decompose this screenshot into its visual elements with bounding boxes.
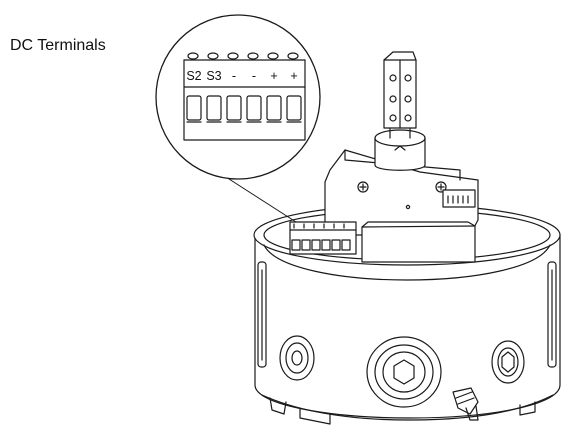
terminal-slots xyxy=(186,95,302,123)
mounting-post xyxy=(374,51,426,171)
dc-terminals-caption: DC Terminals xyxy=(10,37,106,54)
side-ports xyxy=(279,335,525,421)
internal-board xyxy=(289,149,479,263)
terminal-label-s2: S2 xyxy=(186,69,201,83)
terminal-label-plus-2: + xyxy=(290,69,297,83)
terminal-label-s3: S3 xyxy=(206,69,221,83)
terminal-label-plus-1: + xyxy=(270,69,277,83)
terminal-label-minus-1: - xyxy=(232,69,236,83)
terminal-label-minus-2: - xyxy=(252,69,256,83)
screw-holes-row xyxy=(187,52,299,60)
dc-terminal-magnifier: S2 S3 - - + + xyxy=(155,14,321,223)
